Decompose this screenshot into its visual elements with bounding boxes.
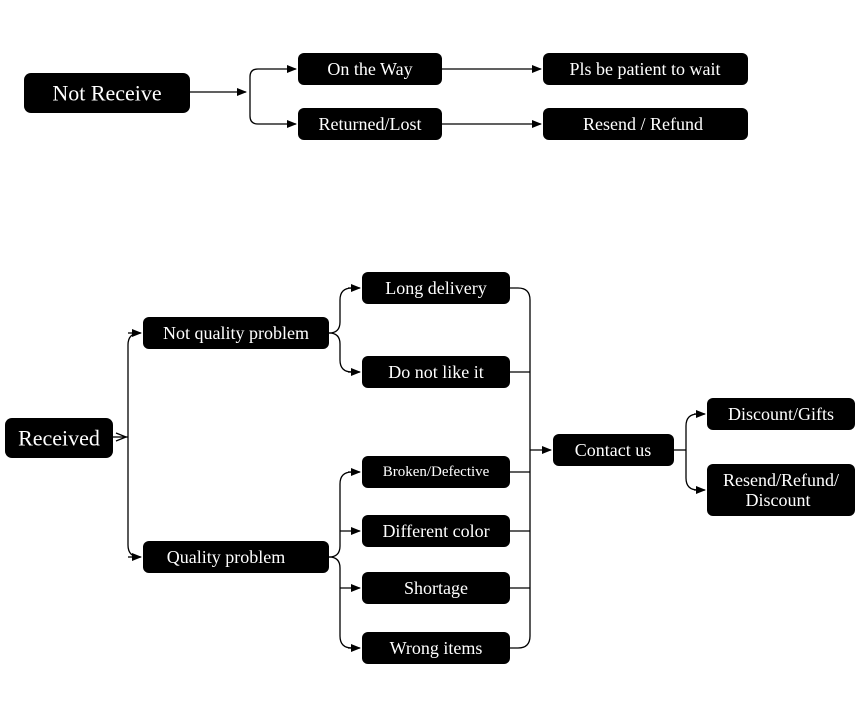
node-wrong-items: Wrong items — [362, 632, 510, 664]
node-broken-defective-label: Broken/Defective — [383, 464, 490, 480]
node-different-color: Different color — [362, 515, 510, 547]
node-not-receive: Not Receive — [24, 73, 190, 113]
node-quality-problem-label: Quality problem — [167, 547, 285, 567]
node-returned-lost-label: Returned/Lost — [319, 114, 422, 134]
node-resend-refund-discount: Resend/Refund/ Discount — [707, 464, 855, 516]
connector-received-chevron — [115, 432, 128, 442]
node-on-the-way: On the Way — [298, 53, 442, 85]
connector-received-fork — [127, 332, 141, 558]
connector-nq-up — [328, 287, 353, 334]
node-do-not-like-it: Do not like it — [362, 356, 510, 388]
node-long-delivery: Long delivery — [362, 272, 510, 304]
node-received: Received — [5, 418, 113, 458]
node-resend-refund-discount-line1: Resend/Refund/ — [723, 470, 839, 490]
node-resend-refund-label: Resend / Refund — [583, 114, 703, 134]
node-patient-wait-label: Pls be patient to wait — [570, 59, 721, 79]
node-contact-us: Contact us — [553, 434, 674, 466]
node-long-delivery-label: Long delivery — [385, 278, 486, 298]
connector-q-up — [328, 471, 353, 558]
node-on-the-way-label: On the Way — [327, 59, 412, 79]
node-do-not-like-it-label: Do not like it — [388, 362, 484, 382]
bottom-connectors — [113, 284, 706, 652]
node-not-receive-label: Not Receive — [52, 81, 161, 106]
node-returned-lost: Returned/Lost — [298, 108, 442, 140]
node-different-color-label: Different color — [382, 521, 489, 541]
node-resend-refund: Resend / Refund — [543, 108, 748, 140]
node-resend-refund-discount-line2: Discount — [746, 490, 811, 510]
connector-notreceive-fork — [249, 68, 259, 125]
node-broken-defective: Broken/Defective — [362, 456, 510, 488]
connector-q-down — [328, 556, 353, 649]
node-received-label: Received — [18, 426, 100, 451]
node-quality-problem: Quality problem — [143, 541, 329, 573]
node-contact-us-label: Contact us — [575, 440, 652, 460]
connector-contact-fork — [685, 413, 699, 491]
node-wrong-items-label: Wrong items — [390, 638, 483, 658]
node-shortage-label: Shortage — [404, 578, 468, 598]
node-shortage: Shortage — [362, 572, 510, 604]
node-discount-gifts-label: Discount/Gifts — [728, 404, 834, 424]
node-patient-wait: Pls be patient to wait — [543, 53, 748, 85]
connector-merge-bus — [510, 287, 531, 649]
top-connectors — [190, 65, 542, 128]
connector-nq-down — [328, 332, 353, 373]
node-not-quality-problem: Not quality problem — [143, 317, 329, 349]
node-not-quality-problem-label: Not quality problem — [163, 323, 309, 343]
node-discount-gifts: Discount/Gifts — [707, 398, 855, 430]
